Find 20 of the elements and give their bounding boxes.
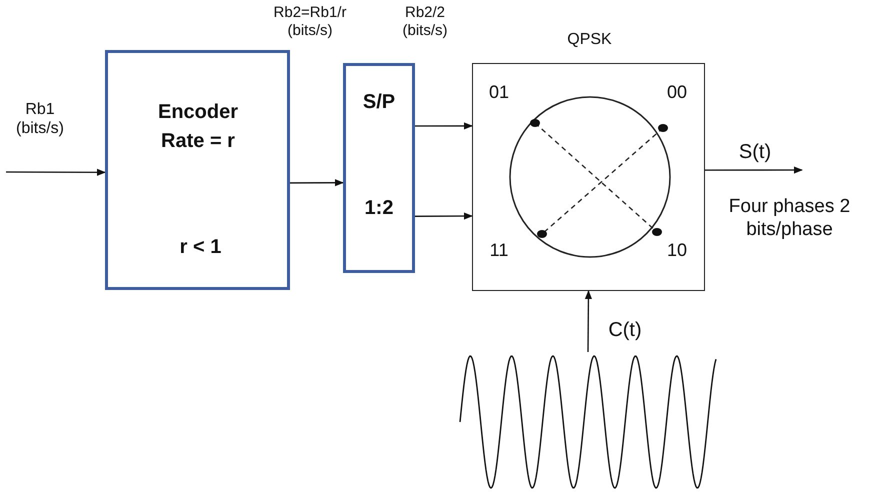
bit-pair-label: 00 [666,82,688,104]
block-text: S/P [362,90,396,115]
block-text: Encoder Rate = r [156,100,240,154]
rate-label: Rb2=Rb1/r (bits/s) [272,4,348,40]
note-text: Four phases 2 bits/phase [728,196,852,242]
bit-pair-label: 01 [488,82,510,104]
serial-parallel-block [343,63,415,273]
bit-pair-label: 10 [666,240,688,262]
arrow [584,290,592,352]
arrow [6,168,106,176]
rate-label: Rb2/2 (bits/s) [402,4,448,40]
block-text: 1:2 [364,196,394,221]
arrow [415,122,473,130]
arrow [290,179,344,186]
block-title: QPSK [566,30,613,50]
arrow [705,166,803,174]
bit-pair-label: 11 [488,240,510,262]
block-text: r < 1 [178,235,222,260]
encoder-block [105,50,290,290]
arrow [415,212,473,220]
